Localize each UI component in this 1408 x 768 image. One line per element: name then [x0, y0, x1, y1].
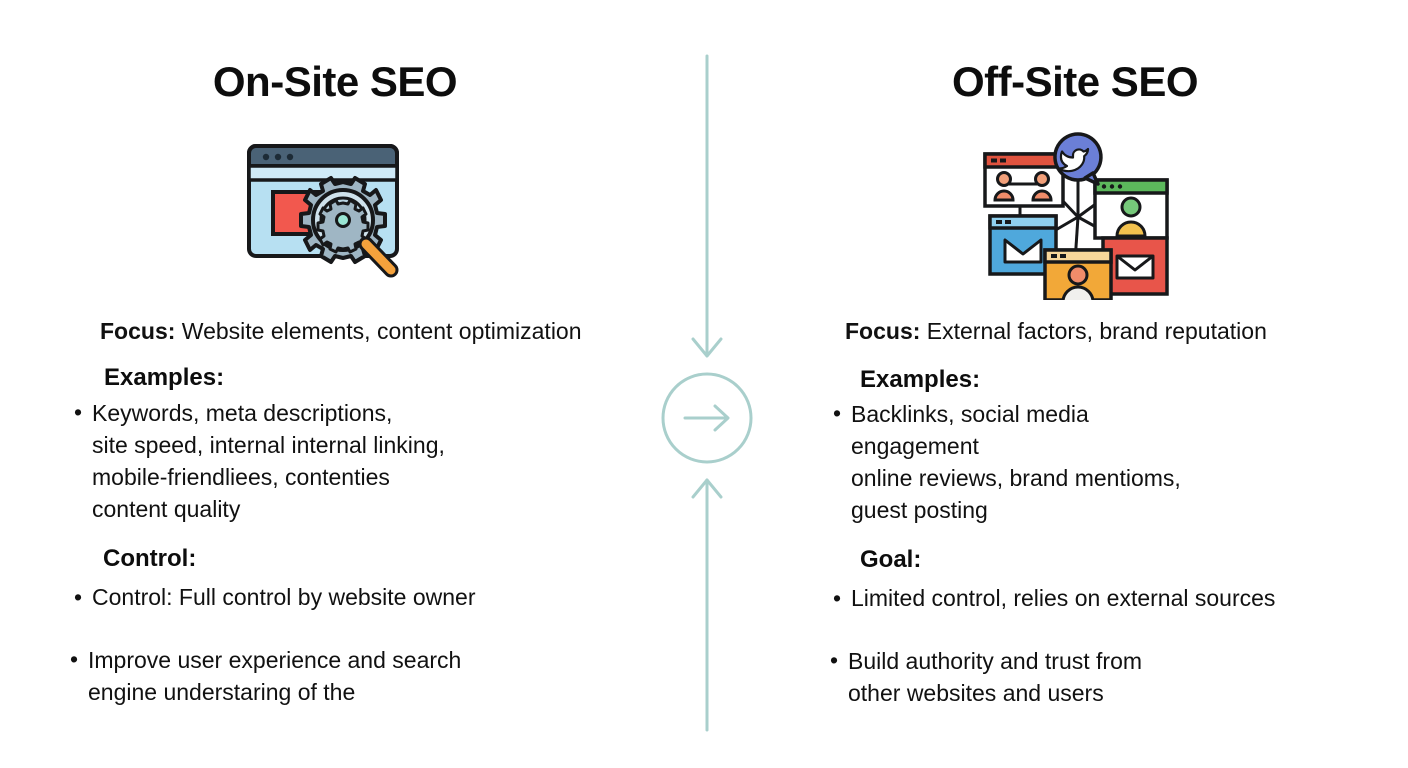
page-title-off-site-seo: Off-Site SEO: [951, 58, 1199, 105]
examples-text-left: Keywords, meta descriptions, site speed,…: [92, 400, 445, 522]
window-red-envelope: [1101, 236, 1169, 296]
bullet-icon: •: [70, 646, 79, 672]
list-item: • Improve user experience and search eng…: [70, 644, 461, 708]
twitter-bird-icon: [1053, 132, 1103, 186]
focus-label-left: Focus:: [100, 318, 176, 344]
examples-heading-right: Examples:: [860, 366, 981, 393]
control-heading-left: Control:: [103, 545, 197, 572]
center-connector: [657, 50, 757, 740]
list-item: • Keywords, meta descriptions, site spee…: [74, 397, 445, 525]
focus-line-right: Focus: External factors, brand reputatio…: [845, 316, 1267, 346]
outcome-text-right: Build authority and trust from other web…: [848, 648, 1143, 706]
bullet-icon: •: [833, 400, 842, 426]
connector-circle: [661, 372, 753, 464]
list-item: • Limited control, relies on external so…: [833, 583, 1275, 614]
window-red-people: [983, 152, 1065, 208]
focus-label-right: Focus:: [845, 318, 921, 344]
page-title-on-site-seo: On-Site SEO: [212, 58, 458, 105]
window-orange-person: [1043, 248, 1113, 304]
arrow-down-icon: [691, 337, 723, 358]
examples-heading-left: Examples:: [104, 364, 225, 391]
window-green-person: [1093, 178, 1169, 240]
bullet-icon: •: [74, 399, 83, 425]
focus-value-left: Website elements, content optimization: [181, 318, 582, 344]
goal-heading-right: Goal:: [860, 546, 922, 573]
list-item: • Build authority and trust from other w…: [830, 645, 1142, 709]
bullet-icon: •: [830, 647, 839, 673]
focus-line-left: Focus: Website elements, content optimiz…: [100, 316, 582, 346]
window-blue-mail: [988, 214, 1058, 276]
social-network-windows-icon: [975, 132, 1180, 304]
examples-text-right: Backlinks, social media engagement onlin…: [851, 401, 1181, 523]
goal-text-right: Limited control, relies on external sour…: [851, 585, 1276, 611]
bullet-icon: •: [833, 585, 842, 611]
bullet-icon: •: [74, 584, 83, 610]
list-item: • Backlinks, social media engagement onl…: [833, 398, 1181, 526]
outcome-text-left: Improve user experience and search engin…: [88, 647, 462, 705]
list-item: • Control: Full control by website owner: [74, 582, 476, 613]
control-text-left: Control: Full control by website owner: [92, 584, 476, 610]
browser-gear-magnifier-icon: [245, 140, 417, 300]
focus-value-right: External factors, brand reputation: [926, 318, 1267, 344]
